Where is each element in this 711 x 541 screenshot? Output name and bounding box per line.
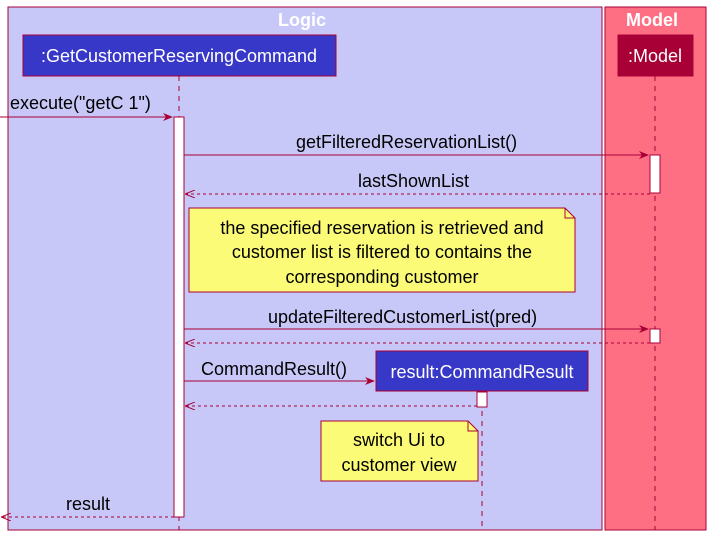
get-filtered-reservation-list-label: getFilteredReservationList(): [296, 132, 517, 152]
participant-command: [22, 34, 337, 77]
update-filtered-customer-list-label: updateFilteredCustomerList(pred): [268, 307, 537, 327]
result-return-label: result: [66, 494, 110, 514]
participant-result: [375, 350, 589, 392]
retrieval-note-line-2: customer list is filtered to contains th…: [232, 242, 532, 262]
logic-box-title: Logic: [278, 10, 326, 30]
switch-ui-note-line-2: customer view: [341, 455, 457, 475]
retrieval-note: [188, 207, 576, 293]
model-activation-2: [649, 328, 661, 344]
retrieval-note-line-3: corresponding customer: [285, 267, 478, 287]
execute-label: execute("getC 1"): [10, 93, 151, 113]
switch-ui-note-line-1: switch Ui to: [353, 430, 445, 450]
command-result-label: CommandResult(): [201, 359, 347, 379]
participant-result-label: result:CommandResult: [390, 362, 573, 382]
participant-command-label: :GetCustomerReservingCommand: [41, 46, 317, 66]
switch-ui-note-fold: [467, 421, 478, 432]
retrieval-note-fold: [564, 208, 575, 219]
model-box-title: Model: [626, 10, 678, 30]
model-activation-1: [649, 154, 661, 194]
participant-model: [617, 34, 694, 77]
retrieval-note-line-1: the specified reservation is retrieved a…: [220, 218, 543, 238]
switch-ui-note: [320, 420, 479, 482]
result-activation: [476, 391, 488, 408]
last-shown-list-label: lastShownList: [358, 171, 469, 191]
command-activation: [173, 116, 185, 518]
participant-model-label: :Model: [628, 46, 682, 66]
